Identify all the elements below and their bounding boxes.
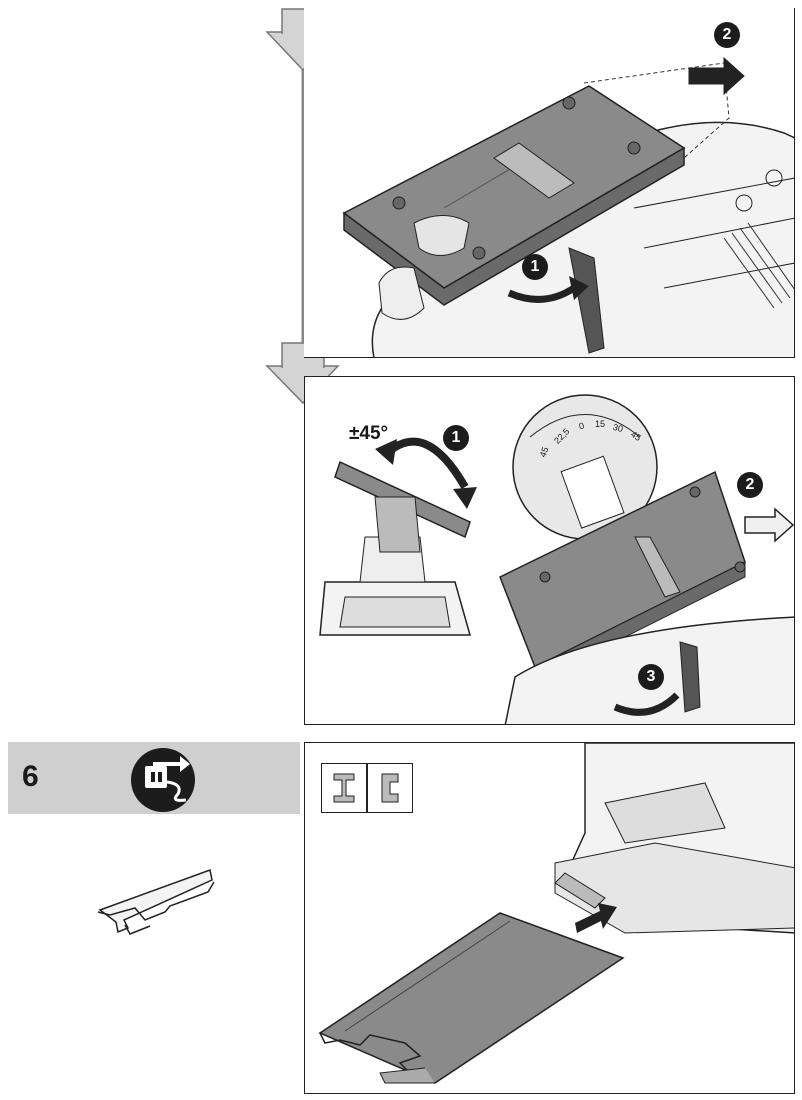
step-header: 6 [8, 742, 300, 814]
step-marker-1: 1 [443, 425, 469, 451]
figure-panel-remove-base-plate: 2 1 [304, 8, 795, 358]
step-number: 6 [22, 760, 39, 793]
bevel-angle-illustration [319, 394, 794, 724]
step-marker-2: 2 [714, 22, 740, 48]
bevel-angle-label: ±45° [349, 423, 389, 444]
steel-profile-icon [321, 763, 367, 813]
figure-panel-bevel-angle: ±45° 1 2 3 45 22,5 0 15 30 45 [304, 376, 795, 725]
sole-fitting-illustration [318, 743, 794, 1084]
bevel-scale: 45 22,5 0 15 30 45 [538, 417, 659, 458]
aluminium-profile-icon [367, 763, 413, 813]
step-marker-3: 3 [638, 664, 664, 690]
unplug-power-icon [131, 748, 195, 812]
jigsaw-base-plate-illustration [342, 56, 794, 357]
step-marker-2: 2 [737, 472, 763, 498]
scale-label: 15 [595, 419, 606, 429]
figure-panel-anti-scratch-sole [304, 742, 795, 1094]
step-marker-1: 1 [522, 254, 548, 280]
